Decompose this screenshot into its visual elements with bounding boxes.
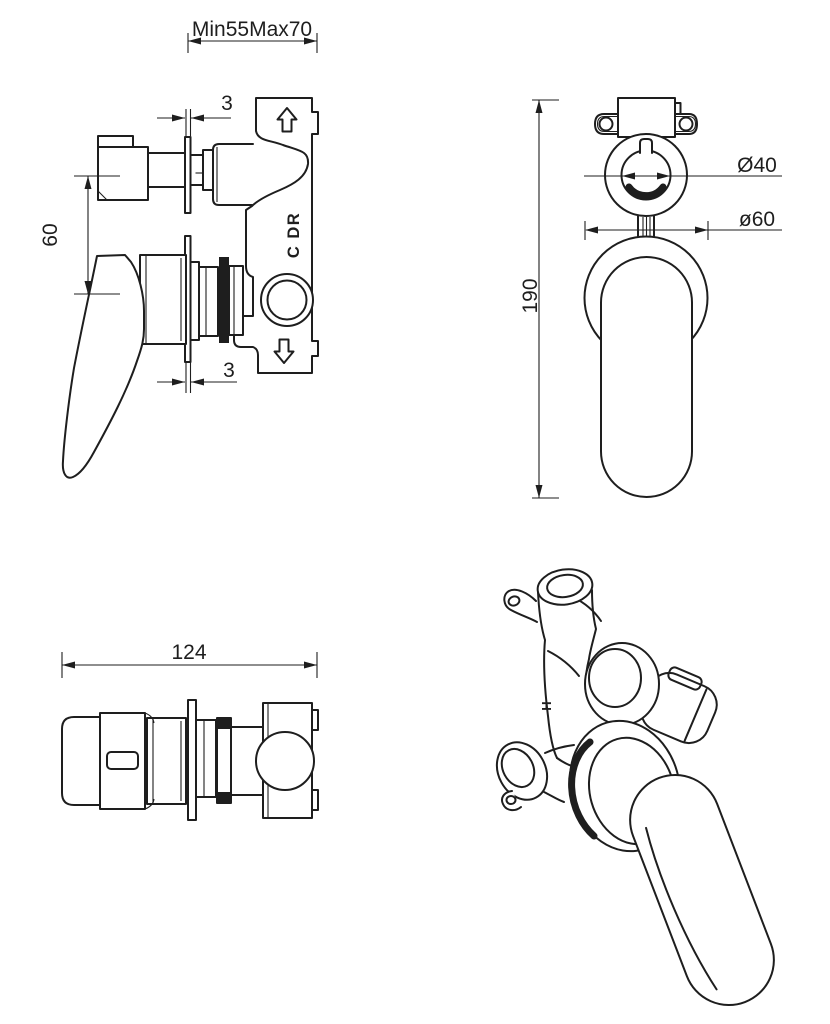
down-arrow-icon: [273, 338, 295, 364]
body-edge-left: [537, 591, 558, 759]
top-clip-hole: [507, 595, 521, 607]
dim-plate-bottom: 3: [157, 359, 237, 393]
hot-port-marking: H: [539, 701, 554, 710]
diverter-stem: [147, 152, 186, 188]
clamp-ring-keyway: [639, 138, 653, 154]
dim-width-label: 124: [171, 641, 206, 664]
inlet-connector-a: [544, 744, 575, 754]
o-ring-section: [216, 717, 232, 804]
up-arrow-icon: [276, 107, 298, 133]
dim-axis-spacing-label: 60: [39, 223, 62, 246]
diverter-knob-cap: [97, 135, 134, 148]
flange-top-view: [195, 719, 217, 798]
dim-bore-label: Ø40: [737, 154, 777, 177]
inlet-clip: [501, 790, 522, 812]
top-port-outer: [536, 568, 594, 606]
neck: [637, 215, 655, 238]
right-ear-hole: [678, 116, 694, 132]
bracket-upper-tab: [212, 143, 254, 206]
handle-lever-outline: [61, 254, 145, 479]
handle-knob-top-view: [61, 716, 101, 806]
dim-height: 190: [519, 99, 559, 499]
handle-iso-edge: [645, 826, 718, 991]
cartridge-housing: [139, 254, 187, 345]
outlet-port-top-view: [255, 731, 315, 791]
body-to-bracket: [228, 265, 244, 336]
diverter-flange: [202, 149, 214, 191]
diverter-stem-right: [189, 154, 204, 186]
clamp-ring-slot: [625, 183, 667, 200]
dim-width: 124: [61, 641, 318, 678]
o-ring-top: [218, 718, 230, 729]
diverter-knob-slot: [667, 666, 703, 691]
handle-front: [600, 256, 693, 498]
bracket-tab-a: [311, 709, 319, 731]
dim-depth-range-label: Min55Max70: [192, 18, 312, 41]
dim-depth-range: Min55Max70: [187, 18, 318, 53]
left-ear-inner: [596, 115, 618, 133]
dim-escutcheon-label: ø60: [739, 208, 775, 231]
body-detail-b: [547, 650, 580, 677]
inlet-port-outer: [495, 741, 549, 801]
diverter-knob-bevel: [97, 190, 108, 201]
wall-plate-top-view: [187, 699, 197, 821]
inlet-connector-b: [543, 791, 565, 803]
cartridge-top-view-lines: [152, 718, 182, 804]
clamp-ring-outer: [604, 133, 688, 217]
escutcheon-o-ring: [568, 738, 598, 840]
port-marking-label: C DR: [285, 212, 303, 258]
dim-height-label: 190: [519, 278, 542, 313]
bracket-tab-b: [311, 789, 319, 811]
dim-bore: Ø40: [584, 154, 782, 180]
diverter-ring-bore: [588, 648, 642, 708]
front-view: 190 Ø40 ø60: [519, 97, 782, 499]
mount-bracket: [617, 97, 676, 138]
diverter-ring-outer: [584, 642, 660, 726]
dim-plate-top: 3: [157, 92, 233, 136]
top-clip: [503, 588, 538, 623]
diverter-knob-cap-line: [683, 688, 708, 742]
inlet-port-bore: [500, 747, 536, 789]
top-port-bore: [546, 573, 584, 599]
right-ear-inner: [675, 115, 697, 133]
handle-iso: [629, 773, 775, 1007]
o-ring-bottom: [218, 792, 230, 803]
left-ear-hole: [598, 116, 614, 132]
o-ring-seal: [219, 257, 229, 343]
outlet-port-inner: [266, 279, 308, 321]
dim-axis-spacing: 60: [39, 175, 120, 295]
top-view: 124: [61, 641, 319, 821]
neck-hatching: [642, 217, 651, 236]
dim-plate-top-label: 3: [221, 92, 233, 115]
dim-escutcheon: ø60: [584, 208, 782, 240]
cartridge-body-step: [198, 266, 219, 337]
handle-hub-slot: [106, 751, 139, 770]
isometric-view: H: [495, 568, 775, 1007]
diverter-knob: [97, 146, 149, 201]
dim-plate-bottom-label: 3: [223, 359, 235, 382]
inlet-clip-hole: [505, 795, 517, 805]
side-view: C DR Min55Max70: [39, 18, 319, 479]
bracket-outline: [233, 97, 319, 374]
outlet-port-outer: [260, 273, 314, 327]
handle-hub-arcs: [144, 712, 155, 810]
cartridge-flange: [189, 261, 200, 341]
